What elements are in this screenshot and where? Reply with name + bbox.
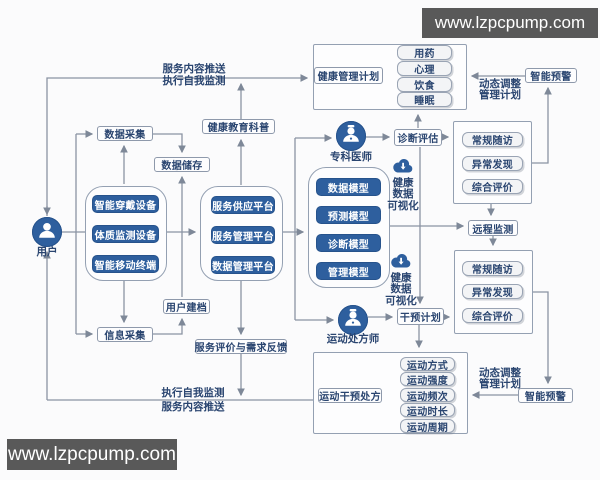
data-model-node: 数据模型 xyxy=(316,178,381,196)
cloud-label-line: 健康 xyxy=(390,272,412,284)
remote-monitoring-node: 远程监测 xyxy=(468,220,518,236)
comprehensive-evaluation-top-node: 综合评价 xyxy=(462,179,523,194)
watermark-bottom: www.lzpcpump.com xyxy=(7,439,177,470)
anomaly-detection-bottom-node: 异常发现 xyxy=(462,284,523,299)
user-archive-node: 用户建档 xyxy=(163,299,210,314)
exercise-prescriber-avatar xyxy=(338,305,368,335)
management-model-node: 管理模型 xyxy=(316,262,381,280)
comprehensive-evaluation-bottom-node: 综合评价 xyxy=(462,308,523,323)
routine-followup-top-node: 常规随访 xyxy=(462,132,523,147)
cloud-label-line: 数据 xyxy=(390,284,412,295)
smart-alert-top-node: 智能预警 xyxy=(525,68,577,83)
watermark-top: www.lzpcpump.com xyxy=(422,8,598,38)
health-data-visualization-lower: 健康 数据 可视化 xyxy=(385,253,417,307)
doctor-avatar-label: 专科医师 xyxy=(330,152,372,163)
data-storage-node: 数据储存 xyxy=(154,157,210,172)
prediction-model-node: 预测模型 xyxy=(316,206,381,224)
doctor-icon xyxy=(342,307,364,333)
wearable-device-node: 智能穿戴设备 xyxy=(92,195,159,213)
health-data-visualization-upper: 健康 数据 可视化 xyxy=(387,158,419,212)
sleep-node: 睡眠 xyxy=(397,92,452,107)
exercise-duration-node: 运动时长 xyxy=(400,403,455,418)
cloud-label-line: 数据 xyxy=(392,189,414,200)
intervention-plan-node: 干预计划 xyxy=(397,308,444,325)
medication-node: 用药 xyxy=(397,45,452,60)
exercise-cycle-node: 运动周期 xyxy=(400,419,455,434)
exercise-prescriber-avatar-label: 运动处方师 xyxy=(326,334,380,345)
diagnosis-model-node: 诊断模型 xyxy=(316,234,381,252)
service-feedback-node: 服务评价与需求反馈 xyxy=(195,339,287,354)
exercise-mode-node: 运动方式 xyxy=(400,357,455,372)
cloud-download-icon xyxy=(392,158,414,177)
dynamic-adjust-label-top-line2: 管理计划 xyxy=(479,90,521,101)
cloud-label-line: 可视化 xyxy=(385,295,417,307)
exercise-rx-label-node: 运动干预处方 xyxy=(318,388,382,403)
service-push-label-bottom: 服务内容推送 xyxy=(161,402,225,413)
doctor-avatar xyxy=(336,121,366,151)
diagnosis-assessment-node: 诊断评估 xyxy=(394,129,442,146)
anomaly-detection-top-node: 异常发现 xyxy=(462,156,523,171)
exercise-intensity-node: 运动强度 xyxy=(400,372,455,387)
diet-node: 饮食 xyxy=(397,77,452,92)
fitness-monitor-device-node: 体质监测设备 xyxy=(92,225,159,243)
cloud-label-line: 健康 xyxy=(392,177,414,189)
self-monitoring-label-bottom: 执行自我监测 xyxy=(161,388,225,399)
self-monitoring-label-top: 执行自我监测 xyxy=(162,76,226,87)
dynamic-adjust-label-top: 动态调整 xyxy=(479,79,521,90)
mobile-terminal-node: 智能移动终端 xyxy=(92,255,159,273)
user-avatar xyxy=(32,217,62,247)
health-plan-label-node: 健康管理计划 xyxy=(314,67,383,84)
info-collection-node: 信息采集 xyxy=(97,327,153,342)
cloud-label-line: 可视化 xyxy=(387,200,419,212)
dynamic-adjust-label-bottom-line2: 管理计划 xyxy=(479,379,521,390)
exercise-frequency-node: 运动频次 xyxy=(400,388,455,403)
health-education-node: 健康教育科普 xyxy=(202,119,275,134)
user-avatar-label: 用户 xyxy=(36,247,58,258)
service-supply-platform-node: 服务供应平台 xyxy=(211,196,275,214)
data-management-platform-node: 数据管理平台 xyxy=(211,256,275,274)
routine-followup-bottom-node: 常规随访 xyxy=(462,261,523,276)
service-management-platform-node: 服务管理平台 xyxy=(211,226,275,244)
cloud-download-icon xyxy=(390,253,412,272)
person-icon xyxy=(36,219,58,245)
data-collection-node: 数据采集 xyxy=(97,126,153,141)
doctor-icon xyxy=(340,123,362,149)
dynamic-adjust-label-bottom: 动态调整 xyxy=(479,368,521,379)
service-push-label-top: 服务内容推送 xyxy=(162,64,226,75)
smart-alert-bottom-node: 智能预警 xyxy=(518,388,573,403)
psychology-node: 心理 xyxy=(397,61,452,76)
